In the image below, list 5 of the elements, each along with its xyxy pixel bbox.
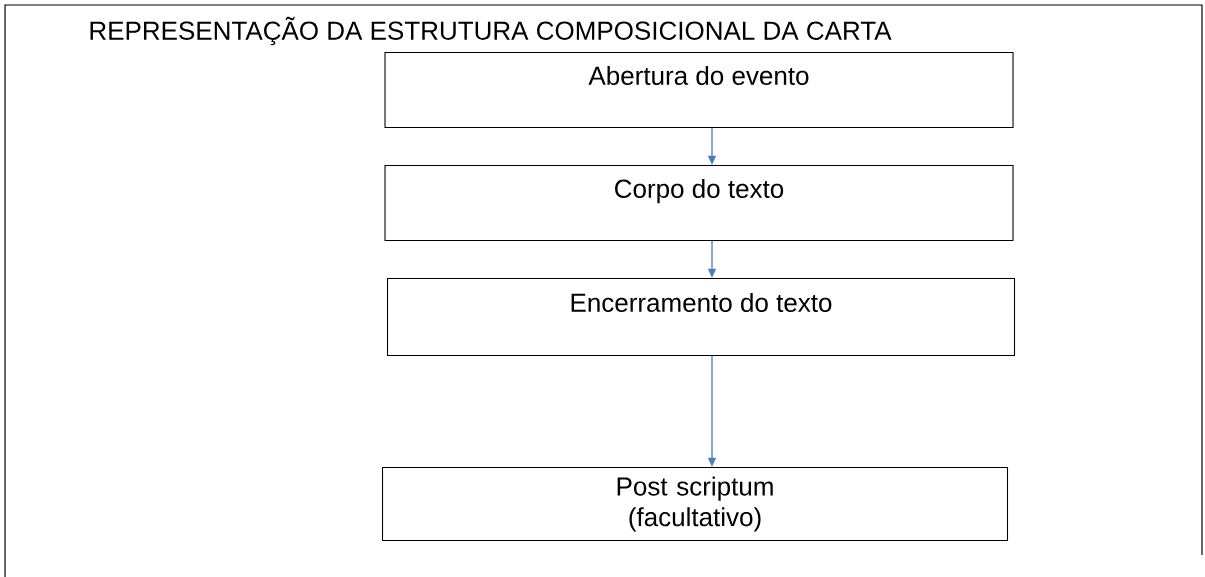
process-box: Corpo do texto	[384, 164, 1014, 242]
process-box: Post scriptum (facultativo)	[381, 466, 1009, 542]
process-box: Encerramento do texto	[386, 277, 1016, 357]
title: REPRESENTAÇÃO DA ESTRUTURA COMPOSICIONAL DA CARTA	[90, 16, 892, 46]
process-box: Abertura do evento	[384, 51, 1014, 129]
